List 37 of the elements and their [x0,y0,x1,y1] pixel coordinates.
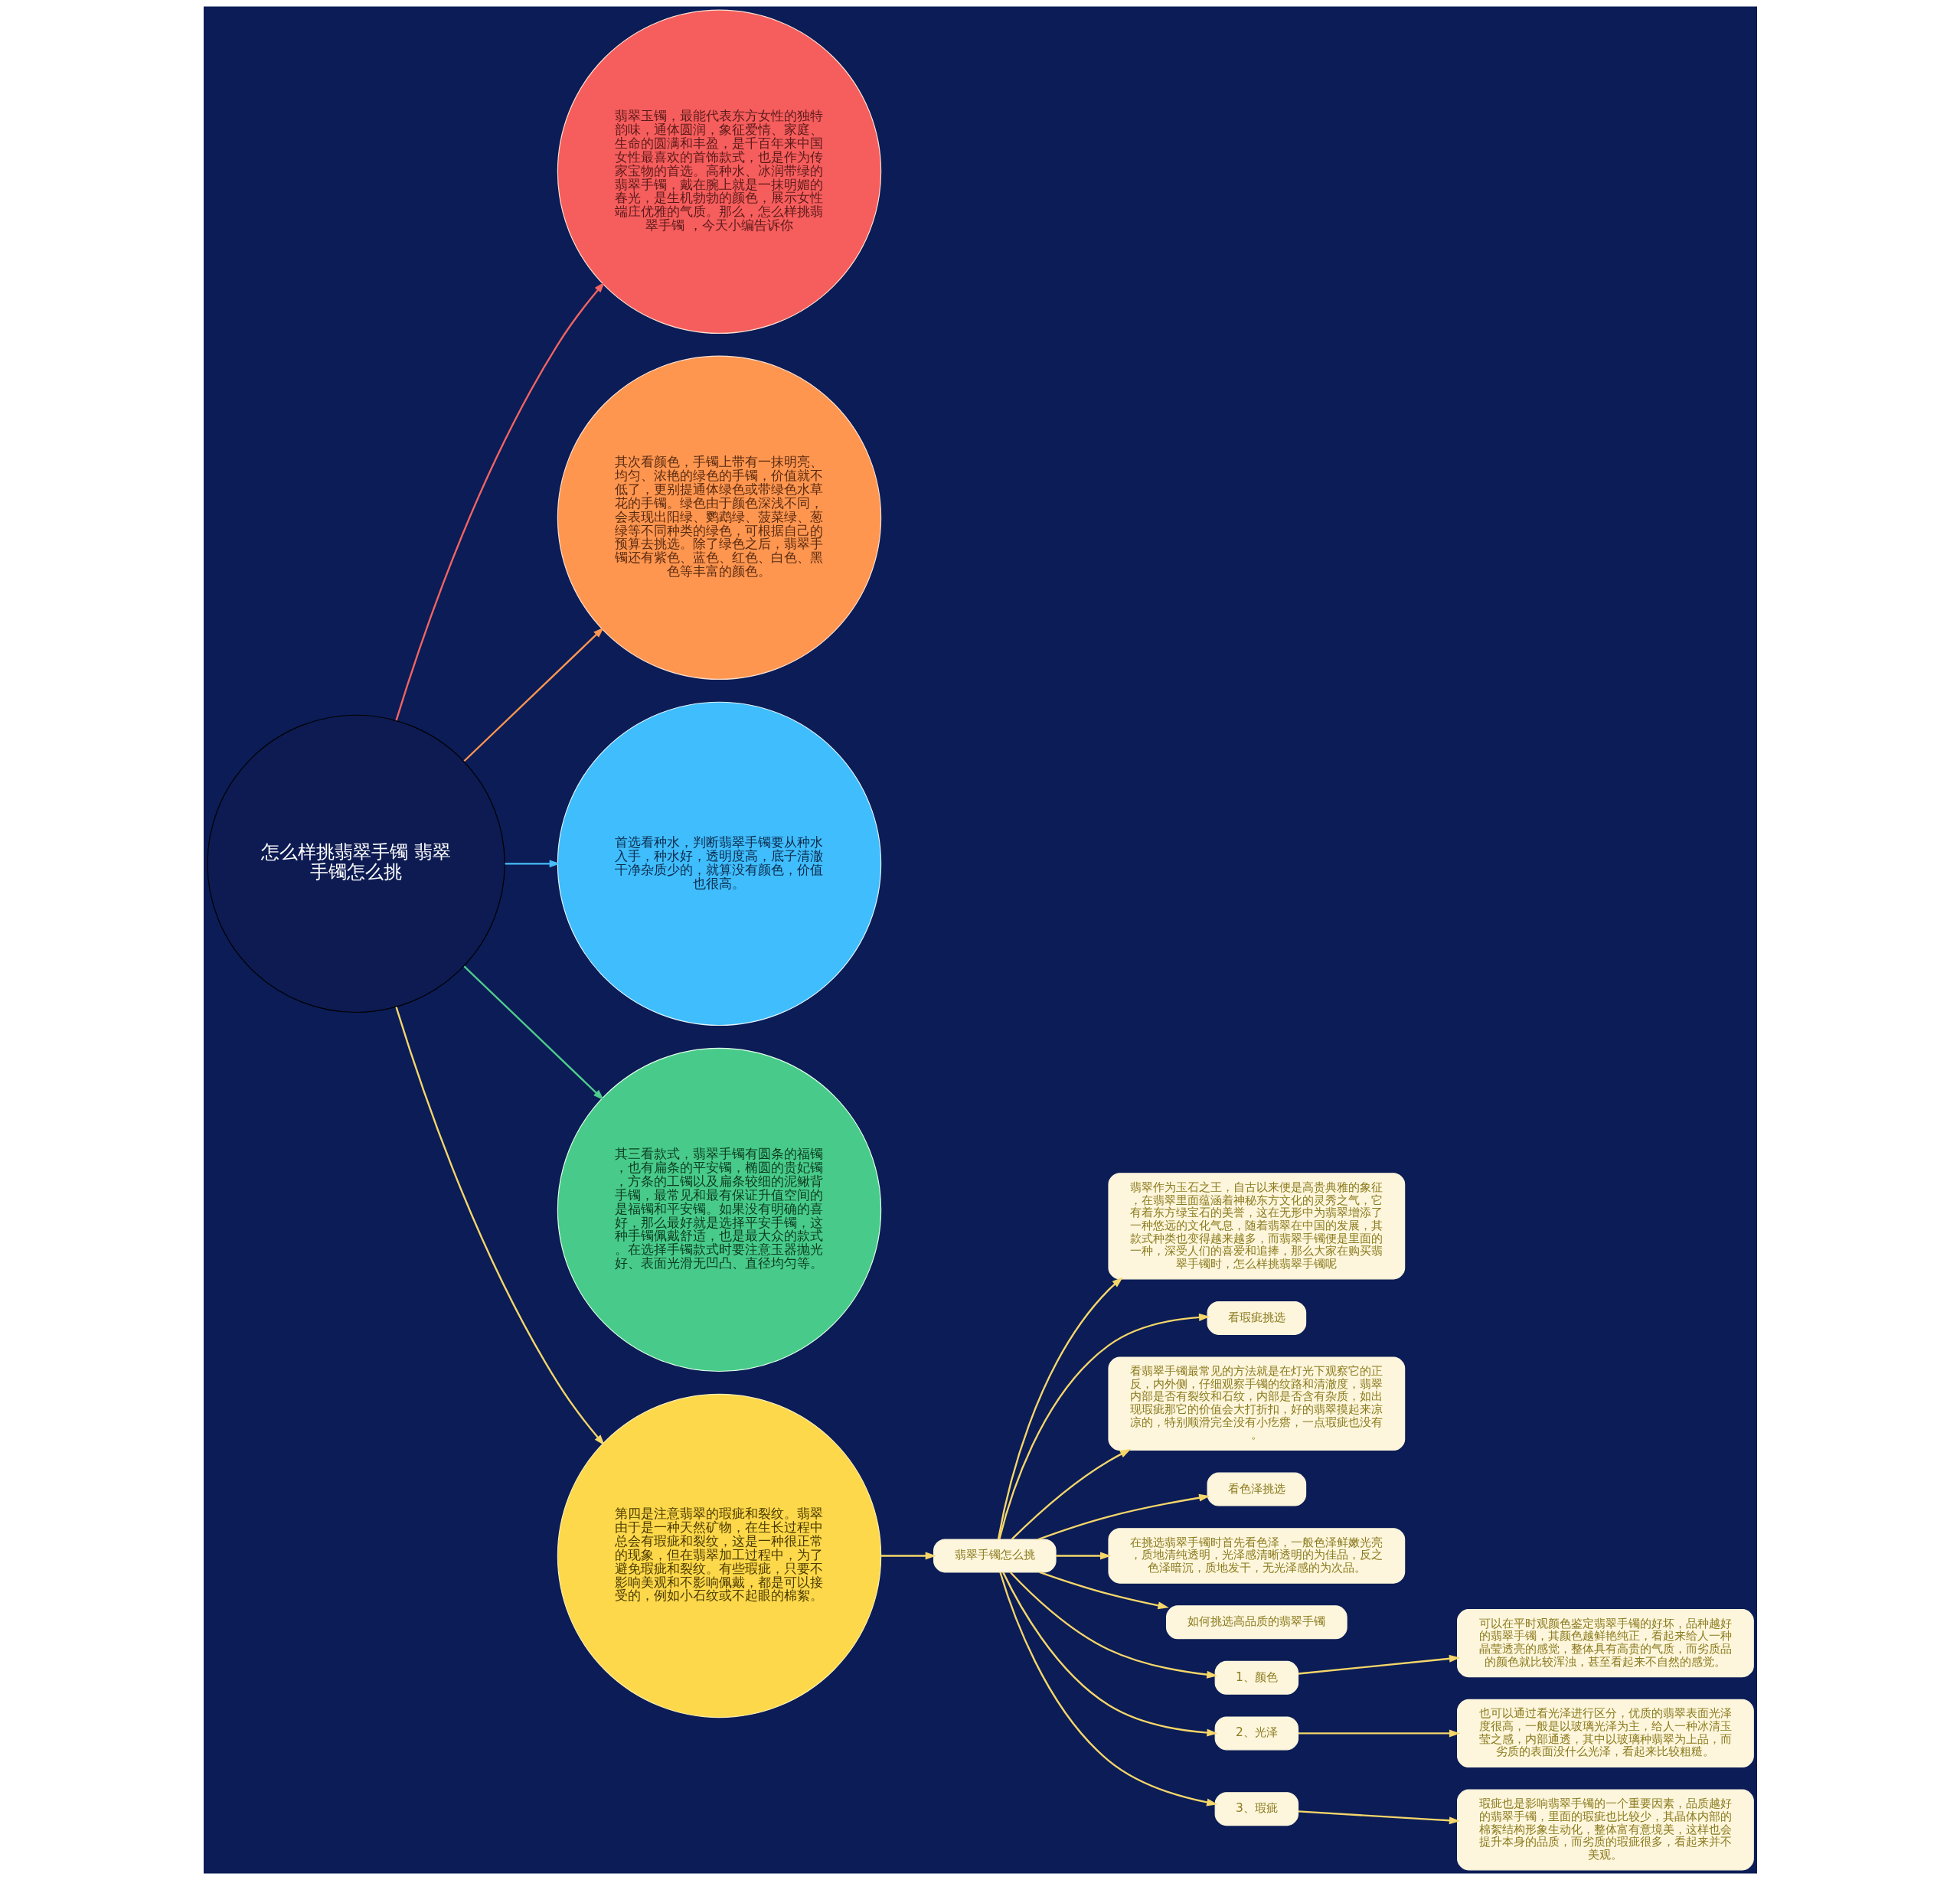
arrow [394,1007,605,1446]
arrow [1037,1493,1210,1541]
arrow [1038,1571,1169,1610]
arrow [1298,1810,1460,1825]
node-box: 2、光泽 [1214,1716,1298,1751]
arrow [1001,1572,1218,1737]
node-box: 看瑕疵挑选 [1207,1301,1306,1335]
node-box: 看翡翠手镯最常见的方法就是在灯光下观察它的正反，内外侧，仔细观察手镯的纹路和清澈度，翡翠内部是否有裂纹和石纹，内部是否含有杂质，如出现瑕疵那它的价值会大打折扣，好的翡翠摸起来凉凉的，特别顺滑完全没有小疙瘩，一点瑕疵也没有。 [1107,1356,1405,1451]
node-box: 看色泽挑选 [1207,1472,1306,1506]
node-box: 3、瑕疵 [1214,1792,1298,1826]
node-box: 可以在平时观颜色鉴定翡翠手镯的好坏，品种越好的翡翠手镯，其颜色越鲜艳纯正，看起来给人一种晶莹透亮的感觉，整体具有高贵的气质，而劣质品的颜色就比较浑浊，甚至看起来不自然的感觉。 [1456,1609,1754,1678]
node-box: 也可以通过看光泽进行区分，优质的翡翠表面光泽度很高，一般是以玻璃光泽为主，给人一种冰清玉莹之感，内部通透，其中以玻璃种翡翠为上品，而劣质的表面没什么光泽，看起来比较粗糙。 [1456,1699,1754,1767]
node-box: 翡翠手镯怎么挑 [933,1539,1057,1573]
node-box: 瑕疵也是影响翡翠手镯的一个重要因素，品质越好的翡翠手镯，里面的瑕疵也比较少，其晶体内部的棉絮结构形象生动化，整体富有意境美，这样也会提升本身的品质，而劣质的瑕疵很多，看起来并不美观。 [1456,1789,1754,1871]
arrow [998,1572,1217,1807]
arrow [462,627,604,762]
arrow [997,1277,1123,1540]
arrow [462,965,604,1101]
node-box: 如何挑选高品质的翡翠手镯 [1165,1605,1348,1640]
arrow [1011,1448,1131,1540]
node-circle: 怎么样挑翡翠手镯 翡翠手镯怎么挑 [206,714,505,1013]
arrow [1055,1552,1111,1560]
node-circle: 首选看种水，判断翡翠手镯要从种水入手，种水好，透明度高，底子清澈干净杂质少的，就算没有颜色，价值也很高。 [557,701,881,1026]
arrow [1009,1572,1218,1679]
node-circle: 翡翠玉镯，最能代表东方女性的独特韵味，通体圆润，象征爱情、家庭、生命的圆满和丰盈，是千百年来中国女性最喜欢的首饰款式，也是作为传家宝物的首选。高种水、冰润带绿的翡翠手镯，戴在腕上就是一抹明媚的春光，是生机勃勃的颜色，展示女性端庄优雅的气质。那么，怎么样挑翡翠手镯 ，今天小编告诉你 [557,9,881,334]
node-box: 翡翠作为玉石之王，自古以来便是高贵典雅的象征，在翡翠里面蕴涵着神秘东方文化的灵秀之气，它有着东方绿宝石的美誉，这在无形中为翡翠增添了一种悠远的文化气息，随着翡翠在中国的发展，其款式种类也变得越来越多，而翡翠手镯便是里面的一种，深受人们的喜爱和追捧，那么大家在购买翡翠手镯时，怎么样挑翡翠手镯呢 [1107,1173,1405,1280]
node-circle: 其三看款式，翡翠手镯有圆条的福镯，也有扁条的平安镯，椭圆的贵妃镯，方条的工镯以及扁条较细的泥鳅背手镯，最常见和最有保证升值空间的是福镯和平安镯。如果没有明确的喜好，那么最好就是选择平安手镯，这种手镯佩戴舒适，也是最大众的款式。在选择手镯款式时要注意玉器抛光好、表面光滑无凹凸、直径均匀等。 [557,1047,881,1372]
node-box: 在挑选翡翠手镯时首先看色泽，一般色泽鲜嫩光亮，质地清纯透明，光泽感清晰透明的为佳品，反之色泽暗沉，质地发干，无光泽感的为次品。 [1107,1528,1405,1584]
arrow [998,1313,1210,1539]
arrow [505,860,560,868]
arrow [880,1552,936,1560]
arrow [1298,1654,1460,1675]
arrow [1298,1729,1460,1738]
node-box: 1、颜色 [1214,1660,1298,1695]
node-circle: 其次看颜色，手镯上带有一抹明亮、均匀、浓艳的绿色的手镯，价值就不低了，更别提通体绿色或带绿色水草花的手镯。绿色由于颜色深浅不同，会表现出阳绿、鹦鹉绿、菠菜绿、葱绿等不同种类的绿色，可根据自己的预算去挑选。除了绿色之后，翡翠手镯还有紫色、蓝色、红色、白色、黑色等丰富的颜色。 [557,355,881,681]
arrow [394,282,605,721]
node-circle: 第四是注意翡翠的瑕疵和裂纹。翡翠由于是一种天然矿物，在生长过程中总会有瑕疵和裂纹，这是一种很正常的现象，但在翡翠加工过程中，为了避免瑕疵和裂纹。有些瑕疵，只要不影响美观和不影响佩戴，都是可以接受的，例如小石纹或不起眼的棉絮。 [557,1393,881,1718]
